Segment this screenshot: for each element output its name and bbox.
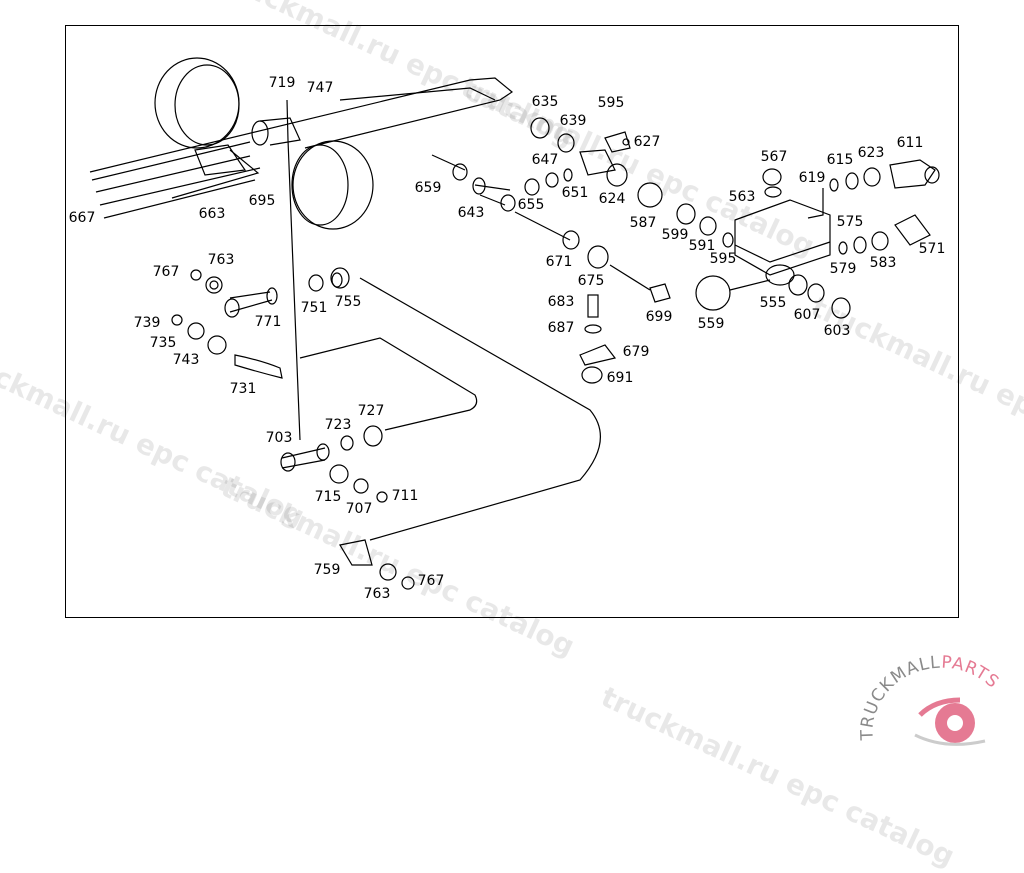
part-label: 771 bbox=[254, 314, 282, 330]
part-label: 671 bbox=[545, 254, 573, 270]
part-label: 583 bbox=[869, 255, 897, 271]
part-label: 731 bbox=[229, 381, 257, 397]
pipe-lines bbox=[286, 99, 824, 541]
part-label: 571 bbox=[918, 241, 946, 257]
part-label: 667 bbox=[68, 210, 96, 226]
part-label: 611 bbox=[896, 135, 924, 151]
svg-text:TRUCKMALLPARTS: TRUCKMALLPARTS bbox=[857, 655, 1003, 742]
part-label: 663 bbox=[198, 206, 226, 222]
parts-drawing bbox=[89, 57, 940, 590]
part-label: 715 bbox=[314, 489, 342, 505]
part-label: 707 bbox=[345, 501, 373, 517]
part-label: 651 bbox=[561, 185, 589, 201]
part-label: 599 bbox=[661, 227, 689, 243]
part-label: 587 bbox=[629, 215, 657, 231]
part-label: 567 bbox=[760, 149, 788, 165]
part-label: 691 bbox=[606, 370, 634, 386]
logo-text-truckmall: TRUCKMALL bbox=[857, 655, 941, 742]
part-label: 559 bbox=[697, 316, 725, 332]
part-label: 615 bbox=[826, 152, 854, 168]
part-label: 675 bbox=[577, 273, 605, 289]
part-label: 595 bbox=[597, 95, 625, 111]
part-label: 755 bbox=[334, 294, 362, 310]
part-label: 563 bbox=[728, 189, 756, 205]
part-label: 679 bbox=[622, 344, 650, 360]
part-label: 647 bbox=[531, 152, 559, 168]
part-label: 607 bbox=[793, 307, 821, 323]
part-label: 643 bbox=[457, 205, 485, 221]
truckmall-parts-logo: TRUCKMALLPARTS bbox=[857, 655, 1003, 746]
logo-text-parts: PARTS bbox=[941, 655, 1003, 693]
part-label: 703 bbox=[265, 430, 293, 446]
chassis-drawing bbox=[89, 57, 514, 230]
part-label: 767 bbox=[417, 573, 445, 589]
part-shapes bbox=[171, 117, 940, 590]
part-label: 711 bbox=[391, 488, 419, 504]
part-label: 747 bbox=[306, 80, 334, 96]
part-label: 603 bbox=[823, 323, 851, 339]
part-label: 623 bbox=[857, 145, 885, 161]
part-label: 695 bbox=[248, 193, 276, 209]
part-label: 627 bbox=[633, 134, 661, 150]
part-label: 767 bbox=[152, 264, 180, 280]
part-label: 575 bbox=[836, 214, 864, 230]
part-label: 624 bbox=[598, 191, 626, 207]
part-label: 751 bbox=[300, 300, 328, 316]
gear-icon bbox=[914, 697, 986, 746]
part-label: 723 bbox=[324, 417, 352, 433]
part-label: 655 bbox=[517, 197, 545, 213]
part-label: 719 bbox=[268, 75, 296, 91]
part-label: 595 bbox=[709, 251, 737, 267]
part-label: 699 bbox=[645, 309, 673, 325]
diagram-frame bbox=[65, 25, 959, 618]
part-label: 579 bbox=[829, 261, 857, 277]
part-label: 639 bbox=[559, 113, 587, 129]
part-label: 739 bbox=[133, 315, 161, 331]
part-label: 727 bbox=[357, 403, 385, 419]
part-label: 759 bbox=[313, 562, 341, 578]
part-label: 763 bbox=[363, 586, 391, 602]
part-label: 683 bbox=[547, 294, 575, 310]
part-label: 659 bbox=[414, 180, 442, 196]
part-label: 743 bbox=[172, 352, 200, 368]
part-label: 735 bbox=[149, 335, 177, 351]
part-label: 687 bbox=[547, 320, 575, 336]
part-label: 763 bbox=[207, 252, 235, 268]
part-label: 635 bbox=[531, 94, 559, 110]
part-label: 619 bbox=[798, 170, 826, 186]
part-label: 555 bbox=[759, 295, 787, 311]
part-label: 591 bbox=[688, 238, 716, 254]
